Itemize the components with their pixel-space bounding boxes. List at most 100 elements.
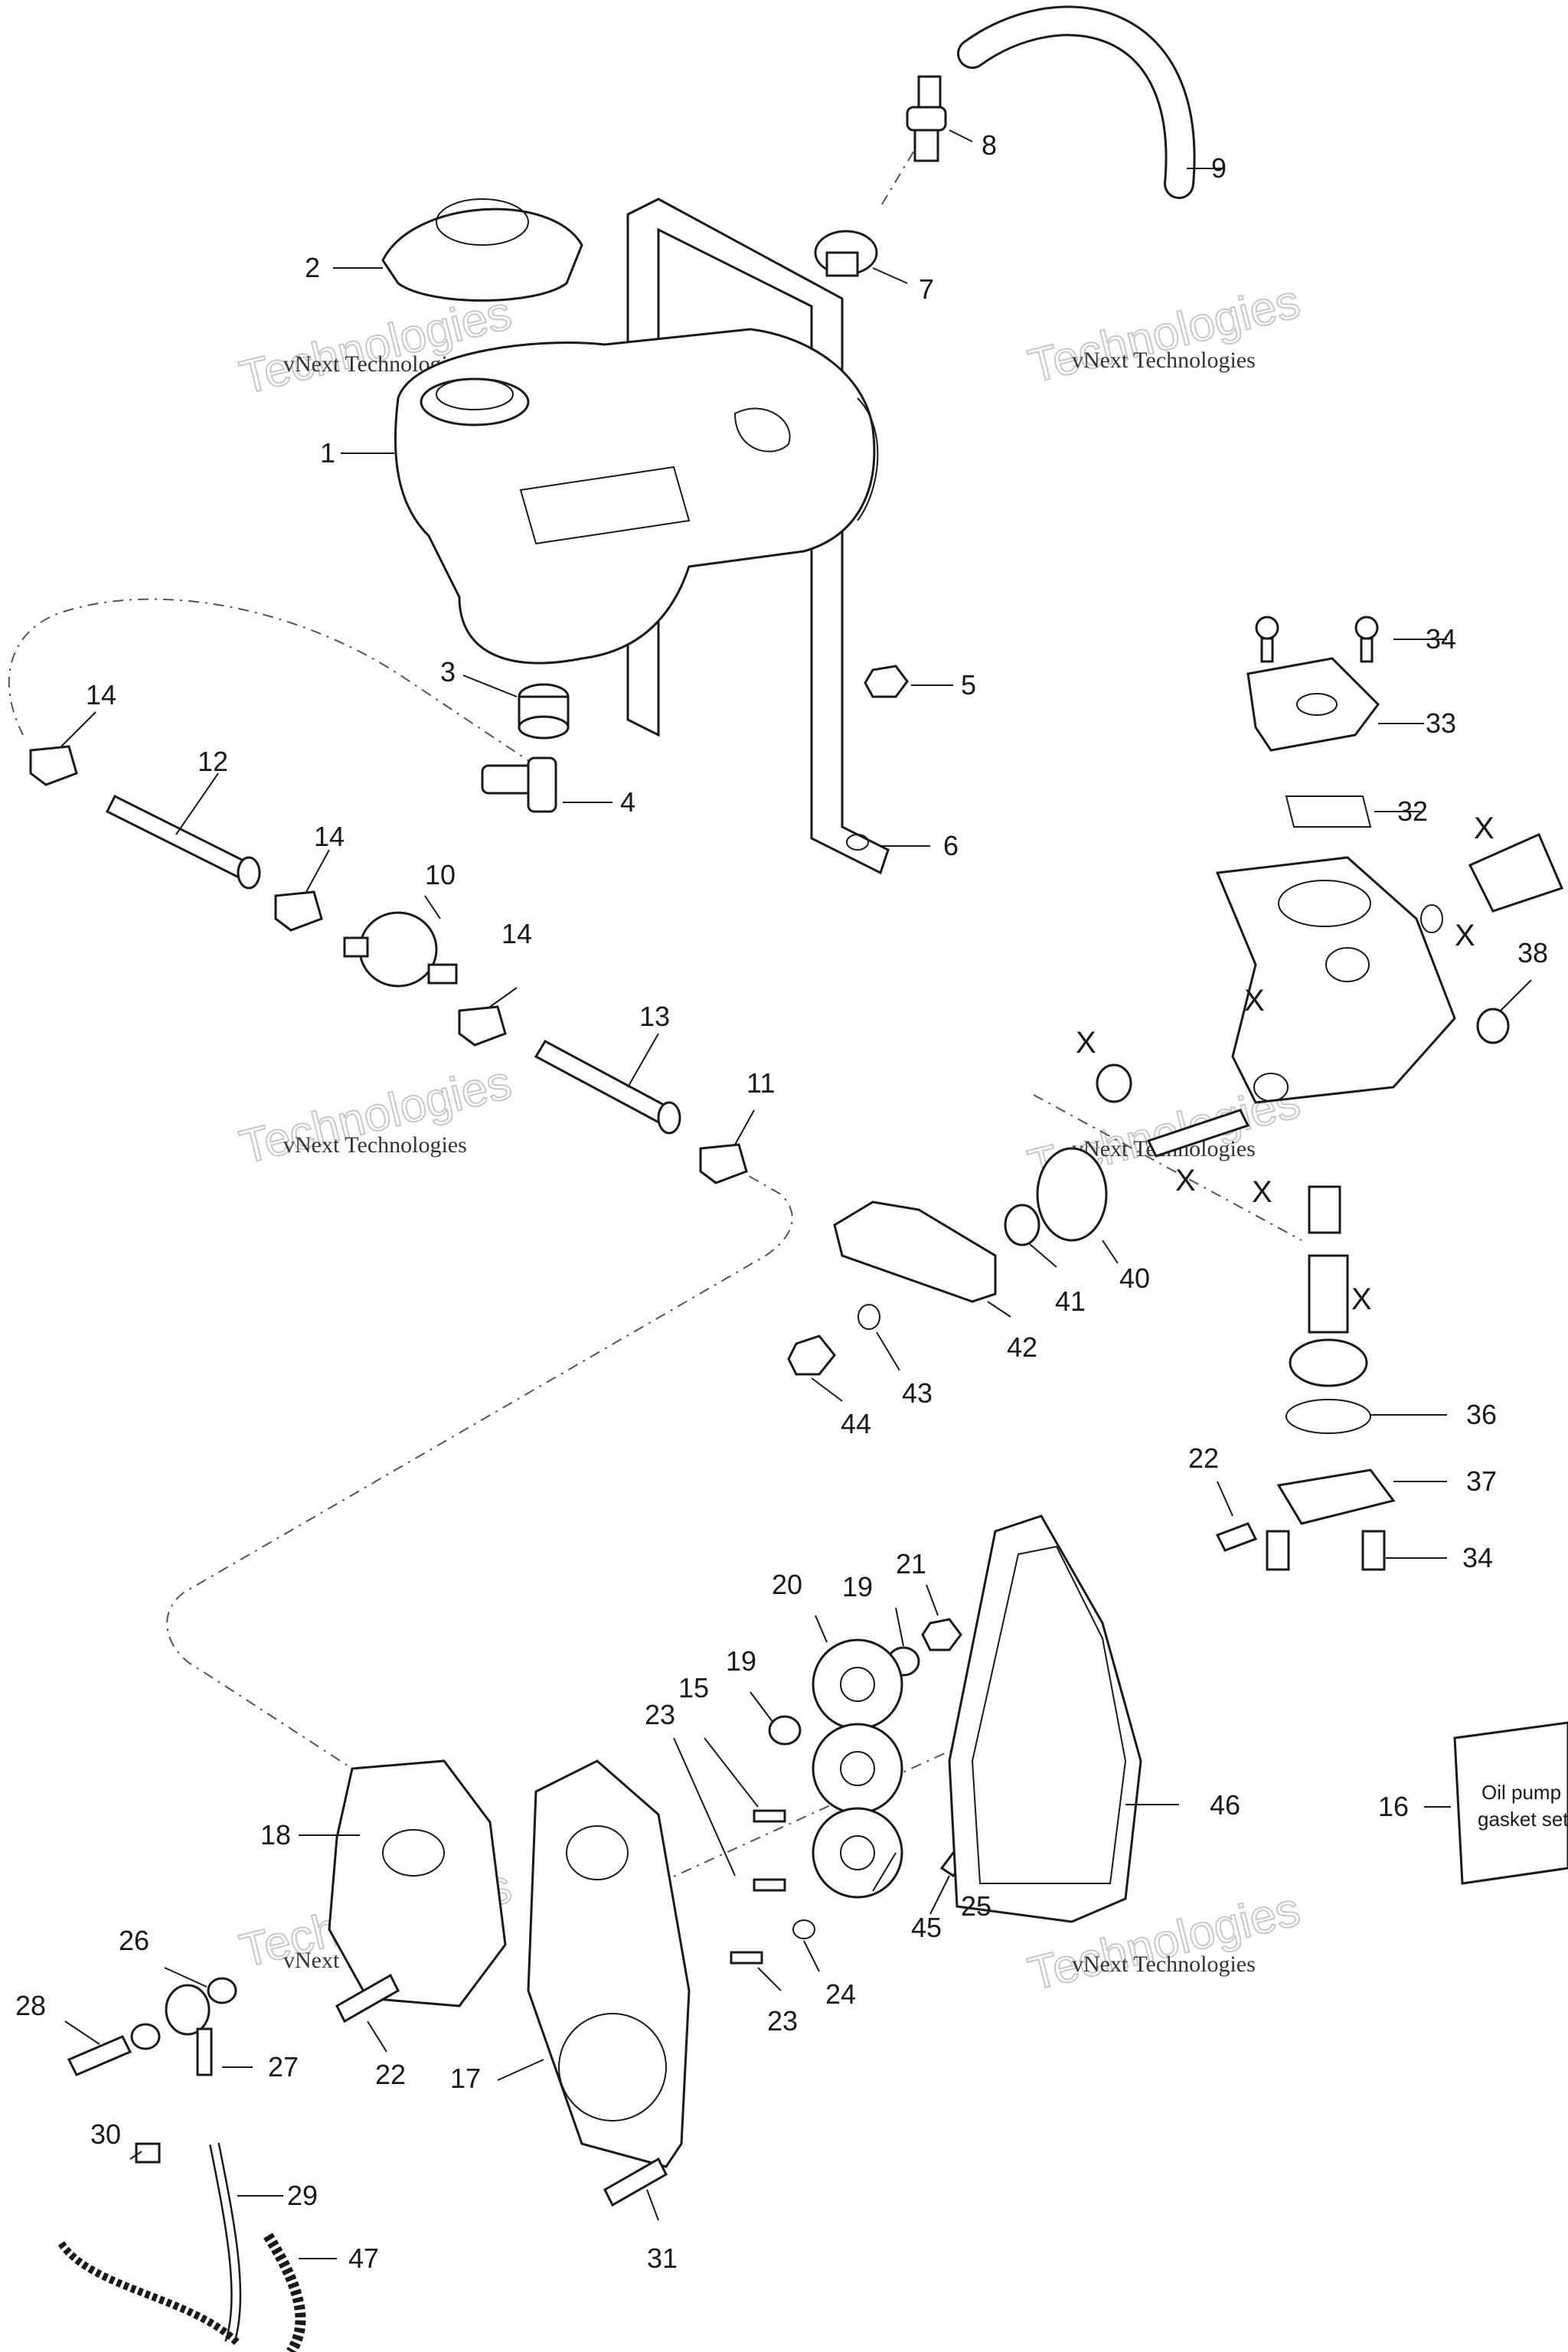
callout-17: 17 [450, 2063, 481, 2094]
x-mark-oring: X [1455, 919, 1475, 952]
x-mark-plunger: X [1474, 812, 1494, 845]
part-5-nut [864, 665, 909, 698]
watermark-outline: Technologies [1024, 275, 1305, 394]
callout-23-a: 23 [645, 1699, 675, 1730]
callout-14-a: 14 [86, 679, 116, 710]
callout-3: 3 [440, 656, 456, 688]
part-24-washer [792, 1919, 815, 1939]
oil-line-route-upper [8, 598, 537, 766]
callout-14-b: 14 [314, 821, 345, 852]
part-31-screw [603, 2157, 668, 2207]
part-27-banjo-fitting [165, 1984, 213, 2076]
part-14-clamp-a [29, 745, 78, 786]
callout-12: 12 [198, 746, 228, 777]
part-34-screws-top [1255, 616, 1379, 663]
callout-5: 5 [961, 669, 976, 701]
part-x-plunger-top [1468, 833, 1564, 913]
callout-38: 38 [1517, 937, 1548, 969]
part-47-spiral-guard [57, 2233, 306, 2352]
callout-44: 44 [841, 1408, 871, 1439]
callout-14-c: 14 [501, 918, 532, 949]
part-7-grommet [814, 230, 878, 277]
callout-32: 32 [1397, 795, 1428, 827]
part-33-cover [1246, 657, 1380, 752]
part-22-screw-upper [1215, 1522, 1258, 1552]
part-42-lever [833, 1200, 997, 1303]
part-x-oring [1420, 904, 1443, 933]
callout-42: 42 [1007, 1331, 1037, 1363]
x-mark-spring: X [1252, 1175, 1272, 1209]
callout-9: 9 [1211, 152, 1227, 184]
callout-15: 15 [678, 1672, 709, 1704]
x-marks: X X X X X X X [1076, 812, 1494, 1316]
callout-16: 16 [1378, 1791, 1409, 1822]
pump-housing [1215, 856, 1456, 1104]
part-x-shaft-gear [1289, 1254, 1368, 1387]
callout-37: 37 [1466, 1465, 1497, 1497]
callout-19-a: 19 [842, 1571, 873, 1602]
part-38-washer [1476, 1008, 1510, 1044]
callout-7: 7 [919, 273, 934, 305]
callout-25: 25 [961, 1890, 991, 1922]
callout-6: 6 [943, 830, 959, 861]
watermark-text: vNext Technologies [1072, 348, 1256, 373]
part-x-spring [1308, 1185, 1341, 1234]
part-13-oil-line [534, 1040, 681, 1135]
callout-29: 29 [287, 2180, 318, 2211]
gear-axis-line [658, 1730, 996, 1884]
oil-line-route-lower [166, 1163, 793, 1769]
x-mark-housing: X [1244, 984, 1265, 1018]
callout-28: 28 [15, 1990, 46, 2021]
callout-34-a: 34 [1426, 623, 1456, 655]
part-18-oil-pump [328, 1759, 507, 2007]
part-9-vent-hose [957, 5, 1196, 199]
callout-13: 13 [639, 1001, 670, 1032]
part-14-clamp-c [458, 1005, 507, 1047]
callout-2: 2 [305, 252, 320, 283]
callout-40: 40 [1119, 1263, 1150, 1294]
part-16-gasket-set-card: Oil pump gasket set [1453, 1721, 1568, 1885]
part-4-elbow-fitting [481, 756, 557, 813]
callout-30: 30 [90, 2118, 121, 2150]
part-34-screws-lower [1266, 1530, 1386, 1571]
callout-43: 43 [902, 1377, 933, 1409]
part-40-spring [1036, 1147, 1108, 1242]
part-45-gears [812, 1638, 903, 1899]
watermark-text: vNext Technologies [283, 1132, 467, 1158]
callout-labels: 2 1 3 4 5 6 7 8 9 10 11 12 13 14 14 14 1… [15, 129, 1548, 2274]
pump-axis-line [1033, 1094, 1302, 1241]
callout-46: 46 [1210, 1789, 1240, 1821]
watermark-text: vNext Technologies [1072, 1952, 1256, 1977]
callout-21: 21 [896, 1548, 926, 1579]
part-17-pump-cover [527, 1759, 691, 2168]
part-19-washers [768, 1646, 920, 1746]
callout-27: 27 [268, 2051, 299, 2082]
gasket-card-line1: Oil pump [1481, 1781, 1561, 1804]
callout-24: 24 [825, 1978, 856, 2010]
part-3-grommet [518, 683, 570, 740]
callout-4: 4 [620, 786, 635, 818]
x-mark-pin: X [1175, 1164, 1196, 1197]
callout-31: 31 [647, 2243, 678, 2274]
callout-26: 26 [119, 1925, 149, 1956]
watermark-2: Technologies vNext Technologies [1023, 274, 1306, 394]
x-mark-shaft: X [1351, 1282, 1372, 1316]
part-43-lockwasher [858, 1304, 880, 1330]
gasket-card-line2: gasket set [1478, 1808, 1568, 1831]
part-x-washer-left [1096, 1063, 1132, 1103]
part-32-gasket [1285, 795, 1372, 828]
part-26-washers [130, 1977, 237, 2050]
part-46-gasket [948, 1514, 1142, 1923]
part-8-vent-fitting [906, 75, 947, 162]
part-15-23-pins [730, 1809, 786, 1965]
part-14-clamp-b [274, 890, 323, 932]
part-22-screw-lower [335, 1973, 400, 2024]
callout-11: 11 [746, 1067, 775, 1099]
part-28-banjo-bolt [67, 2035, 132, 2076]
part-37-cover-plate [1276, 1468, 1396, 1525]
callout-47: 47 [348, 2243, 379, 2274]
part-36-oring [1285, 1399, 1371, 1434]
callout-45: 45 [911, 1912, 942, 1943]
